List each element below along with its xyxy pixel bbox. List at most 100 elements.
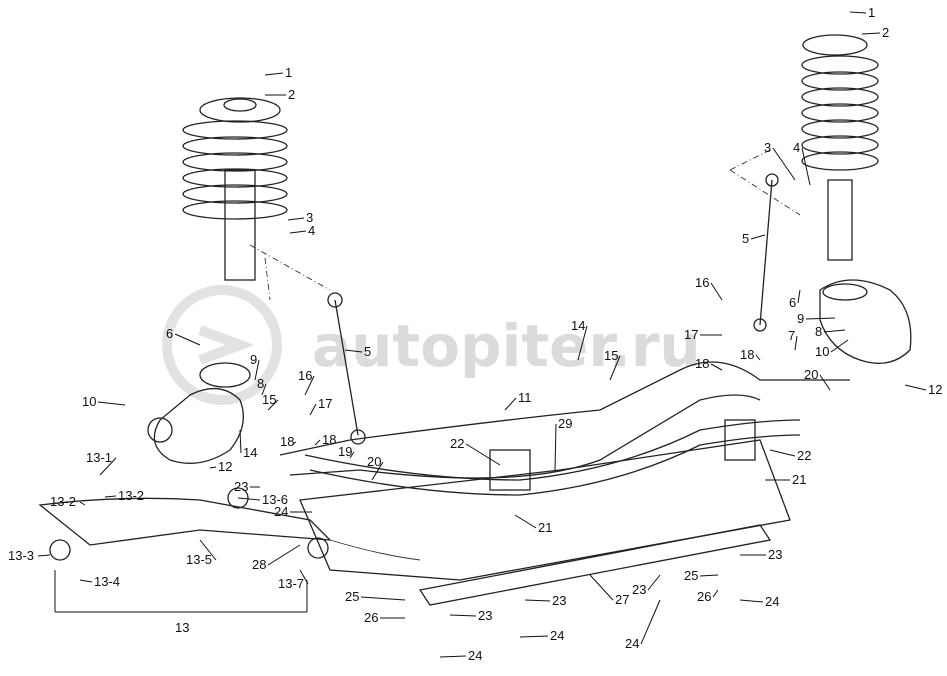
spring-coil [801, 151, 879, 171]
callout-leader-line [344, 349, 363, 353]
callout-label: 23 [234, 479, 248, 494]
callout-leader-line [577, 325, 588, 361]
callout-leader-line [849, 11, 867, 14]
callout-label: 24 [550, 628, 564, 643]
callout-leader-line [797, 289, 801, 304]
callout-label: 13-1 [86, 450, 112, 465]
callout-label: 13-2 [50, 494, 76, 509]
callout-leader-line [609, 355, 621, 381]
callout-label: 6 [166, 326, 173, 341]
callout-leaders [37, 11, 927, 658]
callout-label: 13-3 [8, 548, 34, 563]
callout-leader-line [794, 335, 798, 351]
callout-label: 4 [793, 140, 800, 155]
callout-label: 13-6 [262, 492, 288, 507]
callout-label: 2 [288, 87, 295, 102]
callout-label: 9 [797, 311, 804, 326]
callout-label: 3 [764, 140, 771, 155]
callout-label: 11 [518, 390, 532, 405]
spring-coil [801, 71, 879, 91]
callout-label: 13-2 [118, 488, 144, 503]
callout-label: 13-4 [94, 574, 120, 589]
callout-leader-line [823, 329, 846, 333]
callout-leader-line [769, 449, 796, 457]
callout-leader-line [514, 514, 537, 529]
callout-leader-line [524, 599, 551, 602]
callout-leader-line [861, 32, 881, 35]
callout-leader-line [79, 501, 86, 506]
callout-leader-line [712, 589, 719, 598]
callout-label: 22 [797, 448, 811, 463]
callout-label: 24 [468, 648, 482, 663]
spring-coil [801, 87, 879, 107]
callout-leader-line [750, 234, 766, 240]
subframe [38, 361, 850, 606]
callout-label: 21 [538, 520, 552, 535]
callout-label: 23 [478, 608, 492, 623]
callout-leader-line [904, 384, 927, 391]
callout-leader-line [801, 147, 811, 186]
callout-leader-line [254, 359, 260, 381]
callout-label: 18 [740, 347, 754, 362]
callout-leader-line [314, 439, 321, 446]
callout-label: 14 [571, 318, 585, 333]
callout-label: 24 [625, 636, 639, 651]
callout-leader-line [267, 544, 301, 566]
callout-leader-line [104, 495, 117, 498]
callout-leader-line [710, 363, 723, 371]
callout-label: 18 [280, 434, 294, 449]
callout-leader-line [589, 574, 614, 601]
callout-label: 6 [789, 295, 796, 310]
callout-label: 10 [82, 394, 96, 409]
callout-label: 19 [338, 444, 352, 459]
callout-label: 5 [742, 231, 749, 246]
callout-label: 8 [815, 324, 822, 339]
callout-leader-line [289, 230, 307, 234]
callout-leader-line [519, 635, 549, 638]
callout-leader-line [449, 614, 477, 617]
callout-label: 5 [364, 344, 371, 359]
callout-label: 28 [252, 557, 266, 572]
callout-leader-line [287, 217, 305, 221]
callout-label: 24 [765, 594, 779, 609]
callout-label: 8 [257, 376, 264, 391]
callout-leader-line [199, 539, 217, 561]
callout-leader-line [79, 579, 93, 583]
callout-leader-line [640, 599, 661, 645]
spring-coil [801, 135, 879, 155]
callout-label: 24 [274, 504, 288, 519]
callout-leader-line [264, 72, 284, 76]
callout-leader-line [819, 374, 831, 391]
callout-label: 18 [695, 356, 709, 371]
callout-leader-line [99, 457, 117, 476]
callout-label: 9 [250, 352, 257, 367]
callout-label: 16 [298, 368, 312, 383]
callout-leader-line [261, 383, 267, 396]
callout-leader-line [371, 461, 384, 481]
spring-coil [182, 200, 288, 220]
callout-leader-line [739, 599, 764, 603]
spring-coil [182, 136, 288, 156]
callout-label: 29 [558, 416, 572, 431]
callout-label: 12 [928, 382, 942, 397]
callout-leader-line [349, 451, 355, 459]
callout-label: 25 [684, 568, 698, 583]
callout-leader-line [304, 375, 315, 396]
callout-label: 18 [322, 432, 336, 447]
callout-leader-line [772, 147, 796, 181]
callout-label: 20 [804, 367, 818, 382]
spring-coil [182, 184, 288, 204]
callout-label: 23 [552, 593, 566, 608]
callout-leader-line [291, 441, 297, 446]
callout-label: 26 [364, 610, 378, 625]
callout-label: 23 [768, 547, 782, 562]
watermark-text: autopiter.ru [312, 312, 701, 380]
callout-leader-line [174, 333, 201, 346]
spring-coil [801, 55, 879, 75]
callout-leader-line [504, 397, 517, 411]
callout-label: 20 [367, 454, 381, 469]
callout-label: 1 [285, 65, 292, 80]
